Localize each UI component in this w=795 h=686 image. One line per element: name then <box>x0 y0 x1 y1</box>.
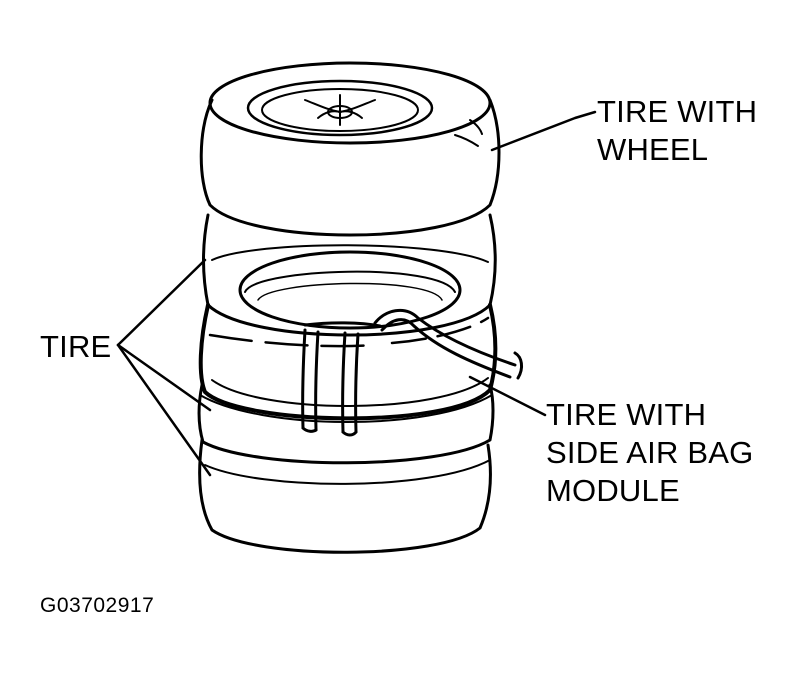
upper-middle-tire <box>202 213 497 337</box>
lower-middle-tire <box>197 383 495 465</box>
label-tire-with-side-air-bag-module: TIRE WITH SIDE AIR BAG MODULE <box>546 396 753 510</box>
label-side-airbag-line-3: MODULE <box>546 473 680 508</box>
label-tire-with-wheel: TIRE WITH WHEEL <box>597 93 757 169</box>
label-side-airbag-line-2: SIDE AIR BAG <box>546 435 754 470</box>
label-tire-with-wheel-line-1: TIRE WITH <box>597 94 758 129</box>
leader-lines <box>116 110 597 477</box>
top-tire-with-wheel <box>199 61 501 237</box>
label-side-airbag-line-1: TIRE WITH <box>546 397 707 432</box>
airbag-tire <box>198 303 524 437</box>
bottom-tire <box>198 438 492 554</box>
label-tire-text: TIRE <box>40 329 112 364</box>
label-tire-with-wheel-line-2: WHEEL <box>597 132 709 167</box>
label-tire: TIRE <box>40 328 111 366</box>
figure-id: G03702917 <box>40 594 155 617</box>
